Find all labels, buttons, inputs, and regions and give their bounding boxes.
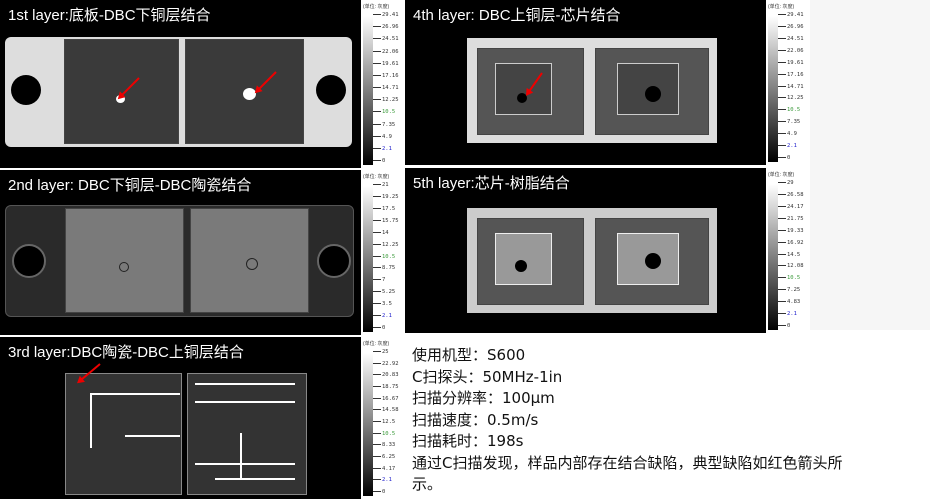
panel-title: 4th layer: DBC上铜层-芯片结合	[413, 7, 621, 24]
colorbar-tick: 24.51	[373, 36, 399, 42]
colorbar-tick: 14	[373, 230, 389, 236]
colorbar-tick: 2.1	[373, 146, 392, 152]
panel-title: 5th layer:芯片-树脂结合	[413, 175, 570, 192]
scan-image	[467, 208, 717, 313]
colorbar-tick: 2.1	[373, 477, 392, 483]
colorbar-tick: 14.71	[778, 84, 804, 90]
info-probe: C扫探头：50MHz-1in	[412, 367, 563, 386]
colorbar-tick: 18.75	[373, 384, 399, 390]
info-resolution: 扫描分辨率：100μm	[412, 389, 555, 407]
colorbar-tick: 2.1	[778, 311, 797, 317]
colorbar-tick: 15.75	[373, 218, 399, 224]
colorbar-tick: 14.5	[778, 252, 800, 258]
panel-title: 2nd layer: DBC下铜层-DBC陶瓷结合	[8, 177, 252, 194]
colorbar-tick: 19.61	[373, 61, 399, 67]
colorbar-tick: 25	[373, 349, 389, 355]
colorbar-tick: 17.16	[373, 73, 399, 79]
panel-title: 1st layer:底板-DBC下铜层结合	[8, 7, 211, 24]
colorbar-tick: 21.75	[778, 216, 804, 222]
info-time: 扫描耗时：198s	[412, 432, 524, 450]
colorbar-tick: 19.25	[373, 194, 399, 200]
scan-image	[5, 205, 354, 317]
colorbar-tick: 10.5	[778, 107, 800, 113]
colorbar-tick: 21	[373, 182, 389, 188]
colorbar-tick: 2.1	[778, 143, 797, 149]
colorbar-tick: 16.67	[373, 396, 399, 402]
colorbar-tick: 24.17	[778, 204, 804, 210]
colorbar-tick: 6.25	[373, 454, 395, 460]
colorbar-tick: 12.25	[373, 97, 399, 103]
colorbar-tick: 20.83	[373, 372, 399, 378]
colorbar-tick: 10.5	[373, 109, 395, 115]
colorbar-tick: 7.35	[778, 119, 800, 125]
colorbar-tick: 24.51	[778, 36, 804, 42]
colorbar-tick: 29.41	[373, 12, 399, 18]
info-conclusion-cont: 示。	[412, 475, 443, 493]
colorbar-tick: 19.61	[778, 60, 804, 66]
colorbar-tick: 17.5	[373, 206, 395, 212]
colorbar-tick: 22.92	[373, 361, 399, 367]
colorbar-tick: 22.06	[373, 49, 399, 55]
colorbar-tick: 7	[373, 277, 385, 283]
info-speed: 扫描速度：0.5m/s	[412, 410, 539, 429]
colorbar-tick: 26.58	[778, 192, 804, 198]
colorbar-tick: 8.33	[373, 442, 395, 448]
colorbar-tick: 10.5	[373, 254, 395, 260]
colorbar-tick: 29.41	[778, 12, 804, 18]
colorbar-tick: 12.25	[373, 242, 399, 248]
colorbar-tick: 5.25	[373, 289, 395, 295]
colorbar-tick: 4.9	[778, 131, 797, 137]
colorbar-tick: 29	[778, 180, 794, 186]
colorbar-tick: 14.71	[373, 85, 399, 91]
colorbar-tick: 14.58	[373, 407, 399, 413]
colorbar-tick: 0	[778, 155, 790, 161]
scan-image	[467, 38, 717, 143]
colorbar-tick: 10.5	[778, 275, 800, 281]
colorbar-tick: 12.25	[778, 95, 804, 101]
scan-image	[65, 373, 313, 495]
colorbar-tick: 22.06	[778, 48, 804, 54]
colorbar-tick: 2.1	[373, 313, 392, 319]
colorbar-tick: 0	[778, 323, 790, 329]
colorbar-tick: 26.96	[778, 24, 804, 30]
colorbar-tick: 4.17	[373, 466, 395, 472]
background-strip	[810, 0, 930, 330]
info-model: 使用机型：S600	[412, 346, 526, 364]
panel-title: 3rd layer:DBC陶瓷-DBC上铜层结合	[8, 344, 244, 361]
scan-info: 使用机型：S600 C扫探头：50MHz-1in 扫描分辨率：100μm 扫描速…	[412, 345, 842, 496]
colorbar-tick: 12.08	[778, 263, 804, 269]
colorbar-tick: 19.33	[778, 228, 804, 234]
colorbar-tick: 3.5	[373, 301, 392, 307]
colorbar-tick: 4.83	[778, 299, 800, 305]
colorbar-tick: 16.92	[778, 240, 804, 246]
colorbar-tick: 0	[373, 158, 385, 164]
colorbar-tick: 12.5	[373, 419, 395, 425]
colorbar-tick: 17.16	[778, 72, 804, 78]
info-conclusion: 通过C扫描发现，样品内部存在结合缺陷，典型缺陷如红色箭头所	[412, 453, 843, 472]
colorbar-tick: 4.9	[373, 134, 392, 140]
colorbar-tick: 7.25	[778, 287, 800, 293]
colorbar-tick: 7.35	[373, 122, 395, 128]
colorbar-tick: 0	[373, 489, 385, 495]
colorbar-tick: 0	[373, 325, 385, 331]
colorbar-tick: 26.96	[373, 24, 399, 30]
colorbar-tick: 8.75	[373, 265, 395, 271]
colorbar-tick: 10.5	[373, 431, 395, 437]
scan-image	[5, 37, 352, 147]
